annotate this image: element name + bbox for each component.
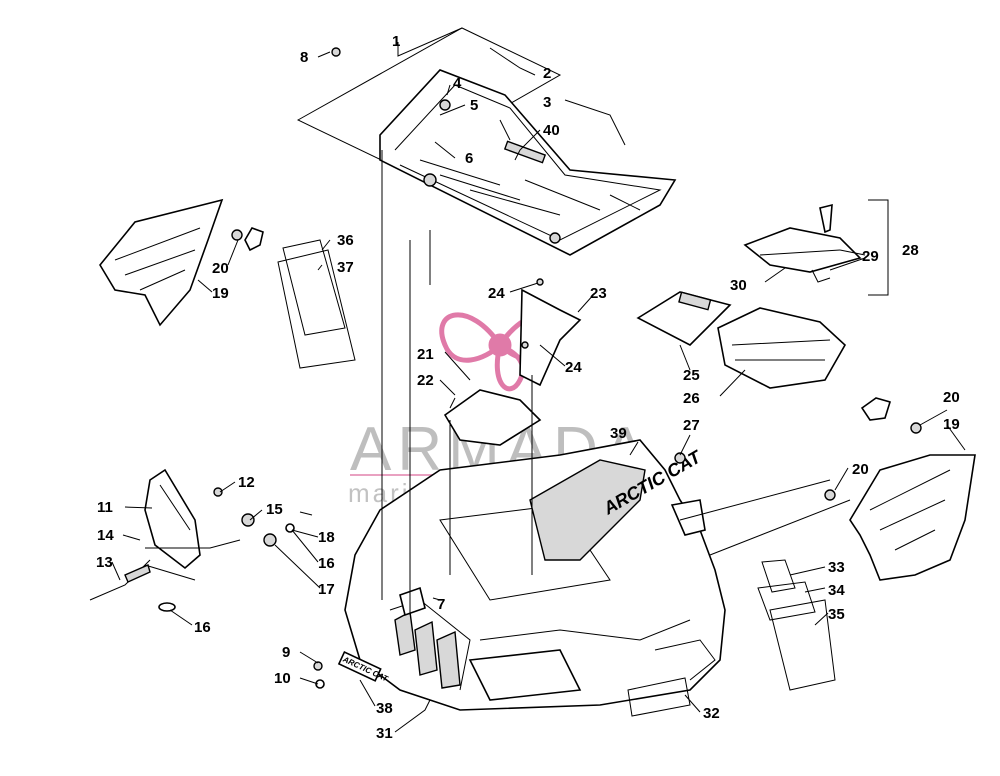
- right-fender-flare: [824, 397, 976, 581]
- callout-7: 7: [437, 596, 445, 613]
- fasteners: [313, 47, 426, 689]
- decal-set-33-35: [757, 559, 836, 691]
- callout-36: 36: [337, 232, 354, 249]
- callout-40: 40: [543, 122, 560, 139]
- callout-20-right: 20: [943, 389, 960, 406]
- callout-15: 15: [266, 501, 283, 518]
- callout-31: 31: [376, 725, 393, 742]
- callout-10: 10: [274, 670, 291, 687]
- callout-19-left: 19: [212, 285, 229, 302]
- callout-16b: 16: [194, 619, 211, 636]
- callout-35: 35: [828, 606, 845, 623]
- callout-17: 17: [318, 581, 335, 598]
- callout-3: 3: [543, 94, 551, 111]
- storage-lid: [743, 199, 889, 296]
- callout-23: 23: [590, 285, 607, 302]
- callout-26: 26: [683, 390, 700, 407]
- callout-9: 9: [282, 644, 290, 661]
- front-panel: [443, 389, 542, 446]
- callout-2: 2: [543, 65, 551, 82]
- decal-32: [627, 677, 691, 717]
- panel-23: [519, 278, 582, 387]
- callout-16a: 16: [318, 555, 335, 572]
- decal-set-36-37: [277, 239, 356, 369]
- callout-6: 6: [465, 150, 473, 167]
- callout-37: 37: [337, 259, 354, 276]
- callout-25: 25: [683, 367, 700, 384]
- callout-12: 12: [238, 474, 255, 491]
- callout-38: 38: [376, 700, 393, 717]
- callout-11: 11: [97, 499, 113, 516]
- headlight-assembly: [89, 468, 313, 612]
- callout-1: 1: [392, 33, 400, 50]
- callout-30: 30: [730, 277, 747, 294]
- callout-20-mid: 20: [852, 461, 869, 478]
- callout-24a: 24: [488, 285, 505, 302]
- callout-22: 22: [417, 372, 434, 389]
- callout-5: 5: [470, 97, 478, 114]
- leader-lines: [111, 27, 966, 733]
- callout-33: 33: [828, 559, 845, 576]
- storage-box: [636, 291, 847, 389]
- callout-4: 4: [453, 75, 462, 92]
- callout-19-right: 19: [943, 416, 960, 433]
- rear-rack: [296, 27, 677, 256]
- callouts: 1 2 3 4 5 6 7 8 9 10 11 12 13 14 15 16 1…: [96, 33, 960, 742]
- callout-28: 28: [902, 242, 919, 259]
- callout-32: 32: [703, 705, 720, 722]
- front-hood: ARCTIC CAT: [344, 439, 726, 711]
- callout-27: 27: [683, 417, 700, 434]
- left-fender-flare: [99, 198, 264, 327]
- callout-20-left: 20: [212, 260, 229, 277]
- callout-34: 34: [828, 582, 845, 599]
- callout-29: 29: [862, 248, 879, 265]
- callout-21: 21: [417, 346, 434, 363]
- callout-14: 14: [97, 527, 114, 544]
- callout-39: 39: [610, 425, 627, 442]
- callout-8: 8: [300, 49, 308, 66]
- callout-18: 18: [318, 529, 335, 546]
- callout-24b: 24: [565, 359, 582, 376]
- callout-13: 13: [96, 554, 113, 571]
